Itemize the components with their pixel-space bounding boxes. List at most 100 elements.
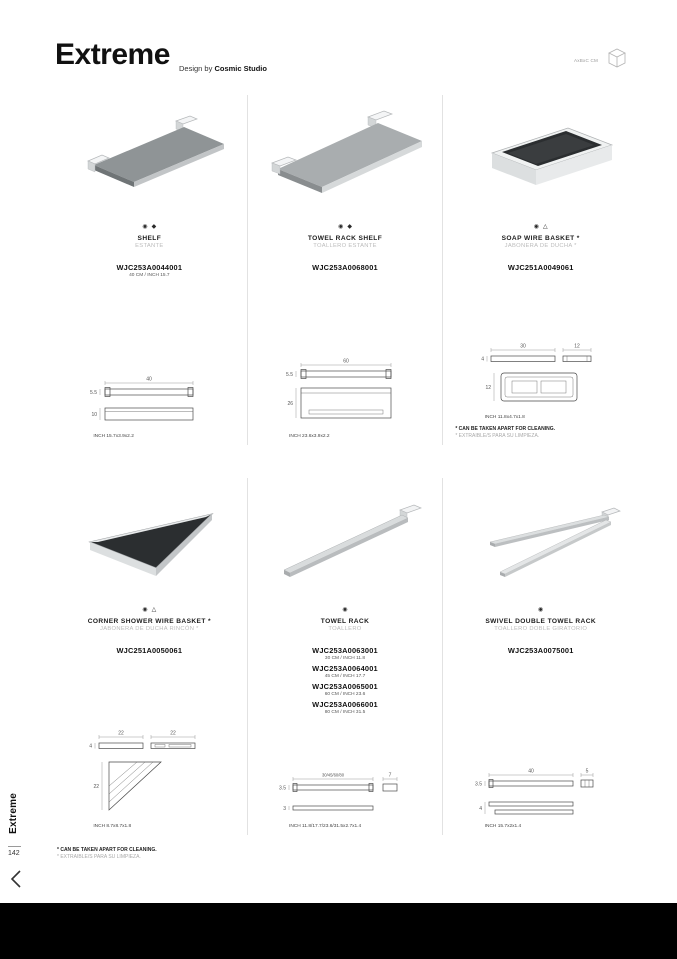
dim-height: 22 (94, 784, 100, 790)
triangle-icon: △ (151, 606, 157, 613)
product-name: TOWEL RACK SHELF (307, 235, 383, 242)
sidebar-collection-label: Extreme (8, 793, 19, 834)
dimensions-legend-label: AxBxC CM (573, 58, 598, 63)
drawing-caption: INCH 11.8/17.7/23.6/31.5x2.7x1.4 (289, 824, 362, 829)
drawing-caption: INCH 11.8x4.7x1.8 (484, 415, 525, 420)
product-code: WJC253A0068001 (312, 263, 378, 272)
drawing-caption: INCH 8.7x8.7x1.8 (93, 824, 132, 829)
dim-depth: 5.5 (286, 372, 293, 378)
finish-dot-icon: ◉ (533, 223, 539, 230)
shelf-product-image (64, 101, 234, 219)
product-name-es: ESTANTE (135, 243, 164, 249)
cleaning-note-es: * EXTRAIBLE/S PARA SU LIMPIEZA. (57, 854, 141, 860)
finish-dot-icon: ◉ (538, 606, 544, 613)
product-card-soap-wire-basket: ◉ △ SOAP WIRE BASKET * JABONERA DE DUCHA… (442, 95, 638, 445)
code-group: WJC253A0068001 (312, 263, 378, 272)
finish-badges: ◉ △ (142, 605, 156, 614)
cleaning-note-en: * CAN BE TAKEN APART FOR CLEANING. (57, 847, 157, 853)
technical-drawing: 30 12 4 12 (475, 341, 607, 420)
product-codes: WJC251A0050061 (117, 646, 183, 658)
finish-dot-icon: ◉ (338, 223, 344, 230)
swivel-towel-rack-product-image (456, 484, 626, 602)
product-codes: WJC253A0075001 (508, 646, 574, 658)
technical-drawing: 22 22 4 22 (83, 728, 215, 829)
cube-icon (603, 44, 629, 77)
cleaning-note-bottom: * CAN BE TAKEN APART FOR CLEANING. * EXT… (57, 847, 157, 860)
technical-drawing: 40 5 3.5 4 INCH 15.7x (475, 766, 607, 829)
code-group: WJC253A0063001 30 CM / INCH 11.8 (312, 646, 378, 661)
product-name: SHELF (137, 235, 162, 242)
product-name: CORNER SHOWER WIRE BASKET * (87, 618, 211, 625)
code-group: WJC251A0049061 (508, 263, 574, 272)
product-code: WJC253A0044001 (116, 263, 183, 272)
finish-badges: ◉ ◆ (338, 222, 352, 231)
footer-bar (0, 903, 677, 959)
code-group: WJC251A0050061 (117, 646, 183, 655)
product-card-shelf: ◉ ◆ SHELF ESTANTE WJC253A0044001 40 CM /… (52, 95, 247, 445)
product-code: WJC253A0075001 (507, 646, 574, 655)
dim-width: 40 (147, 377, 153, 383)
product-name-es: JABONERA DE DUCHA RINCÓN * (100, 626, 199, 632)
page-header: Extreme Design by Cosmic Studio AxBxC CM (55, 38, 647, 94)
product-row-1: ◉ ◆ SHELF ESTANTE WJC253A0044001 40 CM /… (52, 95, 638, 445)
code-group: WJC253A0075001 (508, 646, 574, 655)
dim-width-2: 5 (585, 769, 588, 775)
cleaning-note-en: * CAN BE TAKEN APART FOR CLEANING. (455, 426, 555, 432)
dim-width: 30/45/60/80 (322, 773, 345, 778)
drawing-caption: INCH 15.7x3.9x2.2 (93, 434, 134, 439)
product-size: 45 CM / INCH 17.7 (324, 674, 366, 679)
finish-dot-icon: ◉ (142, 606, 148, 613)
dim-width: 30 (520, 344, 526, 350)
dim-width-2: 7 (389, 773, 392, 779)
dim-height: 10 (92, 412, 98, 418)
dim-width-2: 12 (574, 344, 580, 350)
dim-height: 12 (485, 385, 491, 391)
product-name-es: TOALLERO DOBLE GIRATORIO (494, 626, 588, 632)
dim-depth: 5.5 (90, 390, 97, 396)
dim-width: 60 (343, 359, 349, 365)
corner-basket-product-image (64, 484, 234, 602)
product-codes: WJC251A0049061 (508, 263, 574, 275)
finish-badges: ◉ (538, 605, 543, 614)
product-name-es: JABONERA DE DUCHA * (504, 243, 577, 249)
design-by-label: Design by (179, 64, 213, 73)
soap-wire-basket-product-image (456, 101, 626, 219)
technical-drawing: 60 5.5 26 INCH 23.6x3.9x2.2 (279, 356, 411, 439)
product-card-corner-shower-wire-basket: ◉ △ CORNER SHOWER WIRE BASKET * JABONERA… (52, 478, 247, 835)
sidebar-rule (8, 846, 21, 847)
product-code: WJC253A0066001 (312, 700, 378, 709)
drawing-caption: INCH 23.6x3.9x2.2 (289, 434, 330, 439)
finish-badges: ◉ △ (534, 222, 548, 231)
technical-drawing: 30/45/60/80 7 3.5 3 INCH 11.8/17.7/23.6/… (279, 770, 411, 829)
dim-height: 3 (283, 806, 286, 812)
diamond-icon: ◆ (347, 223, 352, 230)
drawing-caption: INCH 15.7x2x1.4 (484, 824, 522, 829)
product-row-2: ◉ △ CORNER SHOWER WIRE BASKET * JABONERA… (52, 478, 638, 835)
finish-dot-icon: ◉ (142, 223, 148, 230)
code-group: WJC253A0064001 45 CM / INCH 17.7 (312, 664, 378, 679)
product-name: SOAP WIRE BASKET * (501, 235, 580, 242)
page-number: 142 (8, 850, 20, 857)
dim-depth: 3.5 (279, 786, 286, 792)
dimensions-legend: AxBxC CM (574, 44, 629, 77)
triangle-icon: △ (542, 223, 548, 230)
product-code: WJC253A0065001 (312, 682, 378, 691)
product-name-es: TOALLERO ESTANTE (313, 243, 377, 249)
dim-width: 40 (528, 769, 534, 775)
dim-height: 4 (479, 806, 482, 812)
towel-rack-product-image (260, 484, 430, 602)
product-name-es: TOALLERO (328, 626, 362, 632)
back-chevron-icon[interactable] (8, 868, 24, 890)
product-size: 40 CM / INCH 15.7 (129, 273, 170, 278)
product-code: WJC251A0050061 (116, 646, 183, 655)
dim-depth: 4 (90, 744, 93, 750)
product-code: WJC253A0063001 (312, 646, 378, 655)
product-card-towel-rack: ◉ TOWEL RACK TOALLERO WJC253A0063001 30 … (246, 478, 443, 835)
product-size: 60 CM / INCH 23.6 (324, 692, 366, 697)
cleaning-note-es: * EXTRAIBLE/S PARA SU LIMPIEZA. (455, 433, 540, 439)
product-card-swivel-double-towel-rack: ◉ SWIVEL DOUBLE TOWEL RACK TOALLERO DOBL… (442, 478, 638, 835)
product-codes: WJC253A0063001 30 CM / INCH 11.8 WJC253A… (312, 646, 378, 718)
product-code: WJC251A0049061 (507, 263, 574, 272)
finish-badges: ◉ (342, 605, 347, 614)
